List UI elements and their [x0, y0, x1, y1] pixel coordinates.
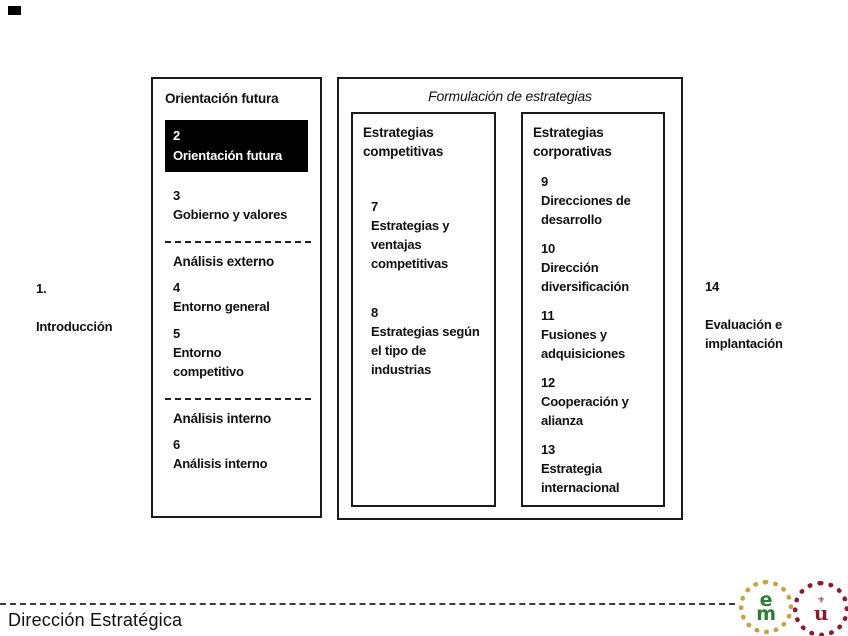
- corporate-strategies-box: Estrategias corporativas 9 Direcciones d…: [521, 112, 665, 507]
- topic-6-number: 6: [173, 437, 181, 452]
- competitive-strategies-title: Estrategias competitivas: [363, 125, 444, 159]
- topic-2-label: Orientación futura: [173, 148, 283, 163]
- topic-6: 6 Análisis interno: [173, 435, 312, 473]
- topic-8-number: 8: [371, 305, 379, 320]
- topic-13: 13 Estrategia internacional: [541, 440, 655, 497]
- dashed-separator: [165, 241, 311, 243]
- topic-4-number: 4: [173, 280, 181, 295]
- topic-5-label: Entorno competitivo: [173, 345, 244, 379]
- topic-13-number: 13: [541, 442, 556, 457]
- orientation-box: Orientación futura 2 Orientación futura …: [151, 77, 322, 518]
- topic-10-label: Dirección diversificación: [541, 260, 630, 294]
- intro-text: Introducción: [36, 319, 113, 334]
- topic-9-label: Direcciones de desarrollo: [541, 193, 631, 227]
- topic-6-label: Análisis interno: [173, 456, 268, 471]
- topic-12-number: 12: [541, 375, 556, 390]
- topic-9: 9 Direcciones de desarrollo: [541, 172, 655, 229]
- em-logo-letter-e: e: [759, 588, 773, 611]
- universidad-sevilla-logo-icon: ⚜ u: [793, 581, 848, 636]
- internal-analysis-heading: Análisis interno: [173, 411, 272, 426]
- topic-4-label: Entorno general: [173, 299, 270, 314]
- topic-2-number: 2: [173, 128, 181, 143]
- topic-13-label: Estrategia internacional: [541, 461, 620, 495]
- topic-7-number: 7: [371, 199, 379, 214]
- intro-label: 1. Introducción: [36, 260, 113, 355]
- topic-5-number: 5: [173, 326, 181, 341]
- topic-7-label: Estrategias y ventajas competitivas: [371, 218, 450, 271]
- intro-number: 1.: [36, 281, 47, 296]
- topic-11-number: 11: [541, 308, 555, 323]
- course-title: Dirección Estratégica: [8, 610, 183, 630]
- footer-dashed-line: [0, 603, 745, 605]
- topic-7: 7 Estrategias y ventajas competitivas: [371, 197, 486, 273]
- highlighted-topic-2: 2 Orientación futura: [165, 120, 308, 172]
- topic-14-label: Evaluación e implantación: [705, 317, 783, 351]
- topic-11: 11 Fusiones y adquisiciones: [541, 306, 655, 363]
- us-logo-letter-u: u: [813, 601, 829, 625]
- topic-3-number: 3: [173, 188, 181, 203]
- topic-12-label: Cooperación y alianza: [541, 394, 629, 428]
- topic-9-number: 9: [541, 174, 549, 189]
- topic-10: 10 Dirección diversificación: [541, 239, 655, 296]
- topic-8-label: Estrategias según el tipo de industrias: [371, 324, 480, 377]
- external-analysis-heading: Análisis externo: [173, 254, 275, 269]
- evaluation-label: 14 Evaluación e implantación: [705, 258, 801, 372]
- topic-8: 8 Estrategias según el tipo de industria…: [371, 303, 486, 379]
- topic-10-number: 10: [541, 241, 556, 256]
- topic-14-number: 14: [705, 279, 720, 294]
- topic-3: 3 Gobierno y valores: [173, 186, 312, 224]
- corner-mark: [8, 6, 21, 15]
- formulation-box-title: Formulación de estrategias: [428, 88, 592, 104]
- topic-12: 12 Cooperación y alianza: [541, 373, 655, 430]
- em-logo-letter-m: m: [756, 602, 776, 625]
- topic-3-label: Gobierno y valores: [173, 207, 288, 222]
- corporate-strategies-title: Estrategias corporativas: [533, 125, 612, 159]
- dashed-separator: [165, 398, 311, 400]
- competitive-strategies-box: Estrategias competitivas 7 Estrategias y…: [351, 112, 496, 507]
- formulation-box: Formulación de estrategias Estrategias c…: [337, 77, 683, 520]
- em-school-logo-icon: e m: [739, 580, 793, 634]
- orientation-box-title: Orientación futura: [165, 91, 279, 106]
- topic-5: 5 Entorno competitivo: [173, 324, 312, 381]
- topic-4: 4 Entorno general: [173, 278, 312, 316]
- us-logo-ornament-icon: ⚜: [817, 595, 825, 605]
- topic-11-label: Fusiones y adquisiciones: [541, 327, 626, 361]
